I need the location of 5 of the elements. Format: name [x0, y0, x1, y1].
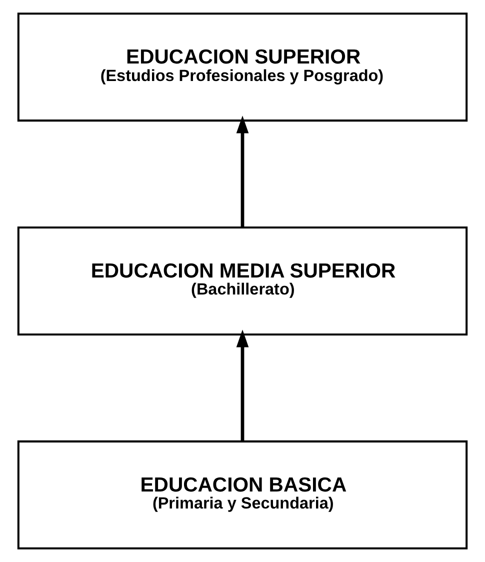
node-box: EDUCACION MEDIA SUPERIOR (Bachillerato)	[17, 226, 468, 336]
node-box: EDUCACION BASICA (Primaria y Secundaria)	[17, 440, 468, 550]
arrow	[236, 330, 249, 442]
node-box: EDUCACION SUPERIOR (Estudios Profesionales y Posgrado)	[17, 12, 468, 122]
arrow	[236, 116, 249, 228]
